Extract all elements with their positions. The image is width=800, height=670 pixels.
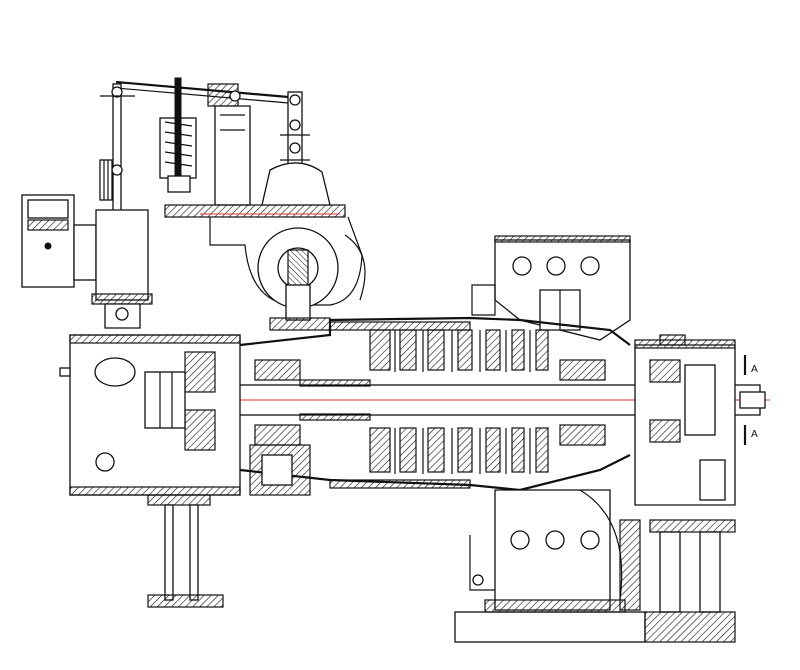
section-mark-top: A	[751, 364, 758, 375]
exhaust-support-frame	[454, 489, 736, 643]
front-bearing-pedestal	[59, 334, 241, 608]
rear-bearing-pedestal	[634, 334, 747, 506]
servomotor-unit	[21, 159, 153, 329]
steam-chest	[164, 162, 366, 331]
turbine-casing	[239, 316, 631, 496]
exhaust-hood	[471, 235, 631, 341]
section-mark-bottom: A	[751, 429, 758, 440]
